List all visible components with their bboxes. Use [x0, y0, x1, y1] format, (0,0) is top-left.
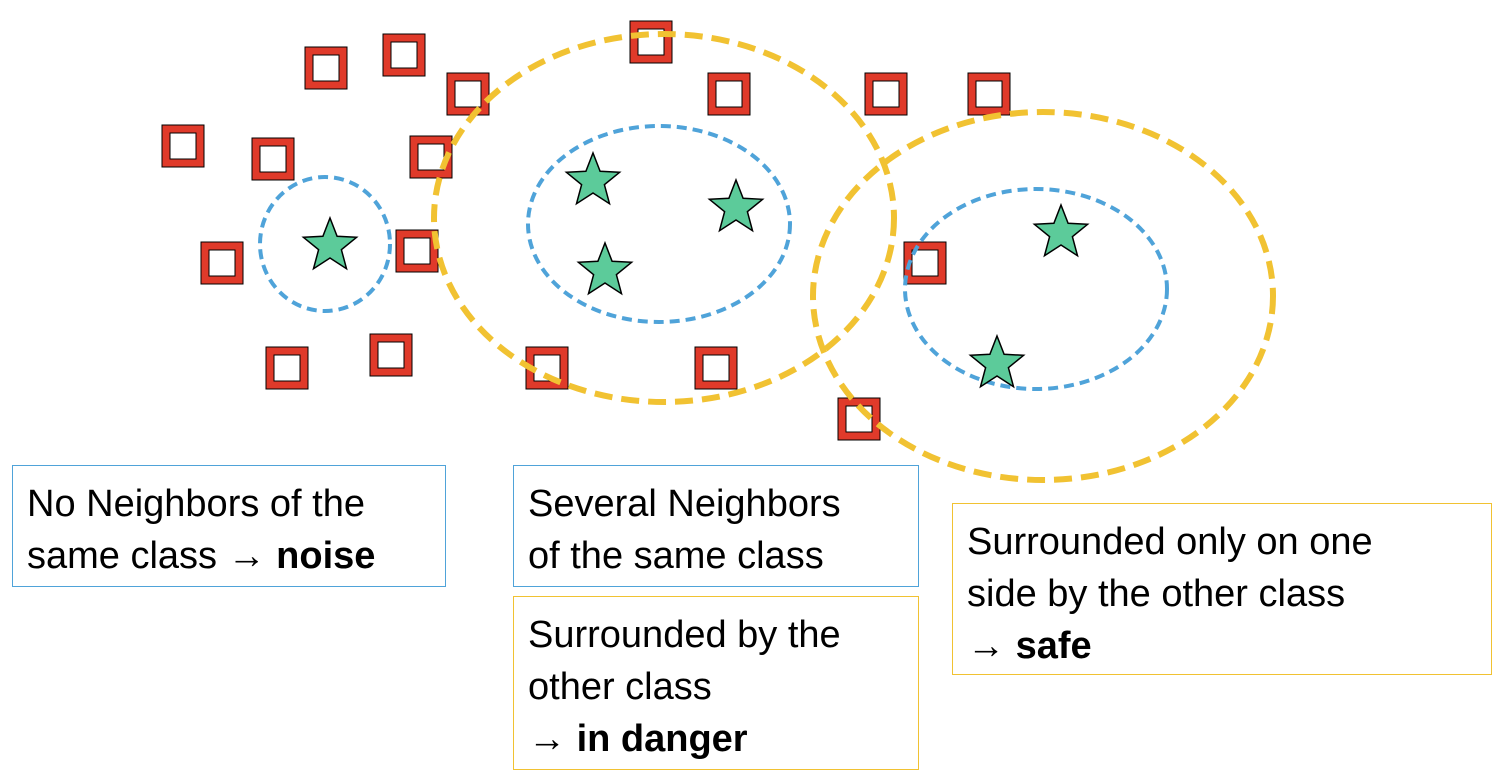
square-inner-outline [259, 145, 287, 173]
square-outline [409, 135, 453, 179]
red-square-icon [266, 347, 308, 389]
red-square-icon [201, 242, 243, 284]
square-outline [251, 137, 295, 181]
square-outline [629, 20, 673, 64]
danger-label-box: Surrounded by the other class → in dange… [513, 596, 919, 770]
square-outline [265, 346, 309, 390]
square-outline [369, 333, 413, 377]
green-star-icon [1032, 202, 1090, 258]
square-inner-outline [390, 41, 418, 69]
inner-neighborhood-circle-safe [903, 187, 1169, 391]
red-square-icon [252, 138, 294, 180]
minority-class-points [301, 150, 1090, 389]
danger-label-line1: Surrounded by the [528, 614, 841, 656]
several-neighbors-line2: of the same class [528, 535, 824, 577]
square-inner-outline [715, 80, 743, 108]
square-inner-outline [637, 28, 665, 56]
square-outline [161, 124, 205, 168]
square-inner-outline [312, 54, 340, 82]
green-star-icon [968, 333, 1026, 389]
safe-label-line1: Surrounded only on one [967, 521, 1373, 563]
majority-class-points [161, 20, 1011, 441]
red-square-icon [396, 230, 438, 272]
square-outline [382, 33, 426, 77]
several-neighbors-line1: Several Neighbors [528, 483, 841, 525]
square-outline [446, 72, 490, 116]
outer-neighborhood-circle-left [431, 31, 897, 405]
square-outline [200, 241, 244, 285]
red-square-icon [708, 73, 750, 115]
square-outline [395, 229, 439, 273]
green-star-icon [576, 240, 634, 296]
red-square-icon [630, 21, 672, 63]
safe-label-keyword: safe [1015, 625, 1092, 667]
outer-neighborhood-circle-right [810, 109, 1276, 483]
square-inner-outline [377, 341, 405, 369]
square-outline [903, 241, 947, 285]
square-outline [694, 346, 738, 390]
red-square-icon [383, 34, 425, 76]
inner-neighborhood-circle-noise [258, 175, 392, 313]
noise-label-box: No Neighbors of the same class → noise [12, 465, 446, 587]
red-square-icon [865, 73, 907, 115]
green-star-icon [564, 150, 622, 206]
danger-label-arrow: → [528, 718, 577, 760]
noise-label-line1: No Neighbors of the [27, 483, 365, 525]
square-inner-outline [208, 249, 236, 277]
green-star-icon [707, 177, 765, 233]
green-star-icon [301, 215, 359, 271]
square-inner-outline [169, 132, 197, 160]
square-inner-outline [911, 249, 939, 277]
safe-label-arrow: → [967, 625, 1016, 667]
several-neighbors-label-box: Several Neighbors of the same class [513, 465, 919, 587]
red-square-icon [447, 73, 489, 115]
square-inner-outline [702, 354, 730, 382]
square-outline [304, 46, 348, 90]
square-outline [864, 72, 908, 116]
square-inner-outline [273, 354, 301, 382]
red-square-icon [370, 334, 412, 376]
square-inner-outline [403, 237, 431, 265]
red-square-icon [305, 47, 347, 89]
danger-label-keyword: in danger [576, 718, 748, 760]
safe-label-line2: side by the other class [967, 573, 1346, 615]
square-outline [707, 72, 751, 116]
danger-label-line2: other class [528, 666, 712, 708]
square-inner-outline [454, 80, 482, 108]
noise-label-keyword: noise [276, 535, 376, 577]
neighborhood-circles [258, 31, 1276, 483]
square-inner-outline [975, 80, 1003, 108]
red-square-icon [695, 347, 737, 389]
square-outline [837, 397, 881, 441]
square-inner-outline [872, 80, 900, 108]
inner-neighborhood-circle-danger [526, 124, 792, 324]
red-square-icon [410, 136, 452, 178]
red-square-icon [162, 125, 204, 167]
noise-label-line2: same class → [27, 535, 277, 577]
safe-label-box: Surrounded only on one side by the other… [952, 503, 1492, 675]
red-square-icon [968, 73, 1010, 115]
